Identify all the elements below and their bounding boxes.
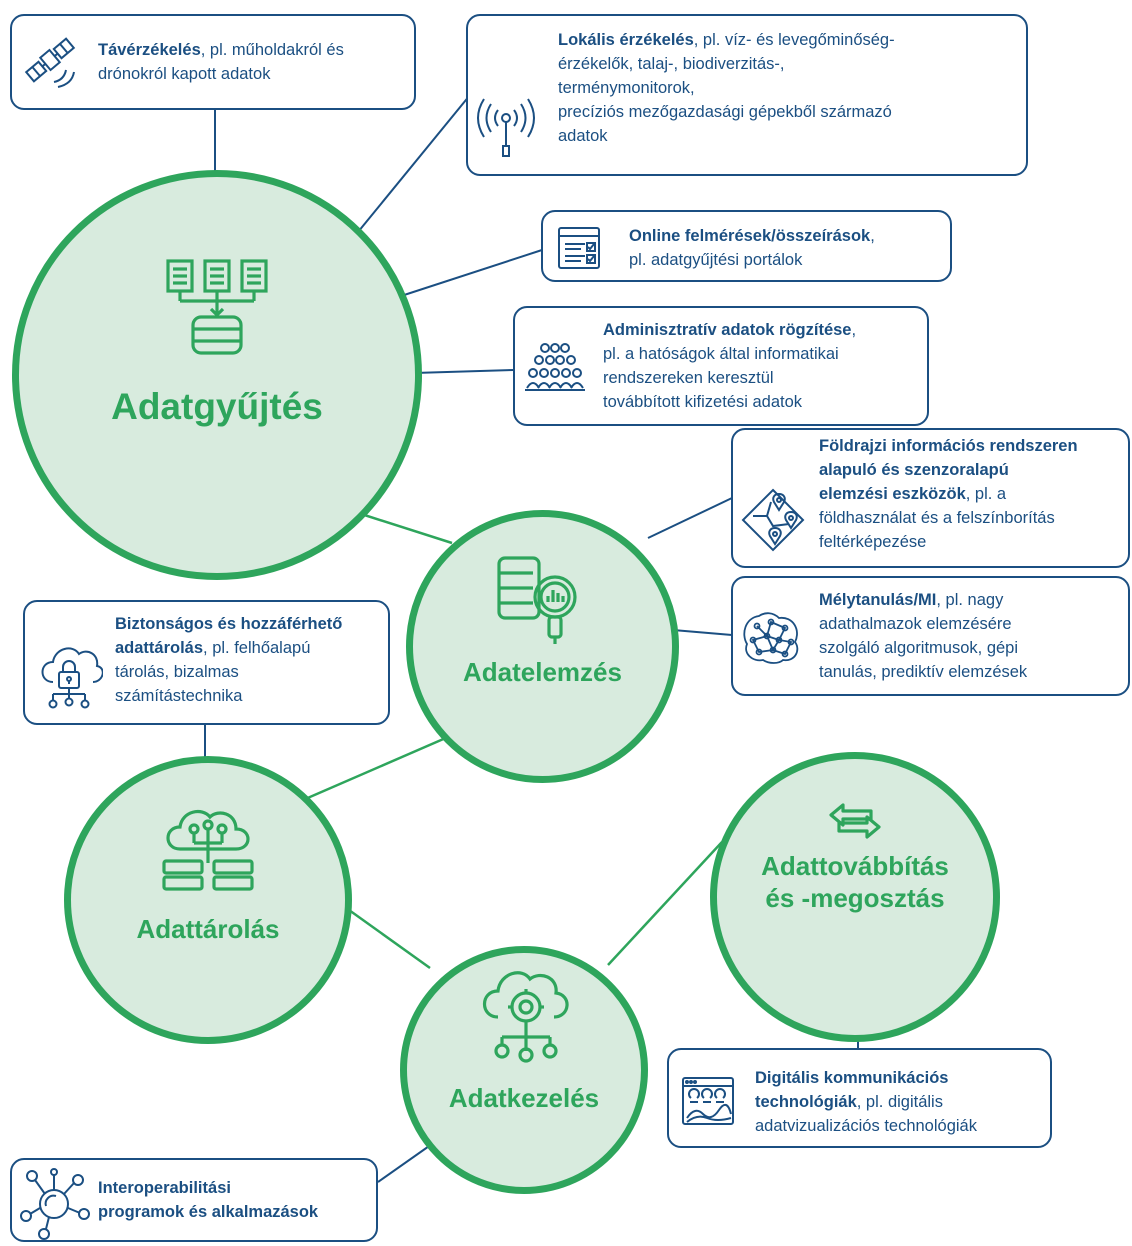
satellite-icon bbox=[20, 30, 80, 97]
circle-title: Adatkezelés bbox=[448, 1083, 600, 1113]
circle-title-line2: és -megosztás bbox=[765, 883, 945, 913]
circle-adattarolas: Adattárolás bbox=[64, 756, 352, 1044]
cloud-gear-network-icon bbox=[474, 963, 574, 1068]
molecule-network-icon bbox=[18, 1168, 90, 1246]
circle-title-line1: Adattovábbítás bbox=[761, 851, 949, 881]
circle-adattovabbitas: Adattovábbítás és -megosztás bbox=[710, 752, 1000, 1042]
circle-adatelemzes: Adatelemzés bbox=[406, 510, 679, 783]
box-biztonsagos: Biztonságos és hozzáférhető adattárolás,… bbox=[23, 600, 390, 725]
box-bold: Távérzékelés bbox=[98, 41, 201, 59]
line-gyujtes-elemzes bbox=[354, 510, 453, 545]
dashboard-screen-icon bbox=[681, 1074, 735, 1135]
circle-title: Adatelemzés bbox=[463, 657, 622, 687]
line-foldrajzi bbox=[647, 497, 733, 539]
box-lokalis: Lokális érzékelés, pl. víz- és levegőmin… bbox=[466, 14, 1028, 176]
line-lokalis bbox=[357, 94, 471, 233]
line-adminisztrativ bbox=[413, 369, 515, 374]
box-foldrajzi: Földrajzi információs rendszeren alapuló… bbox=[731, 428, 1130, 568]
database-network-icon bbox=[162, 257, 272, 362]
cloud-storage-icon bbox=[158, 805, 258, 900]
database-magnifier-chart-icon bbox=[493, 552, 593, 652]
circle-adatgyujtes: Adatgyűjtés bbox=[12, 170, 422, 580]
box-adminisztrativ: Adminisztratív adatok rögzítése, pl. a h… bbox=[513, 306, 929, 426]
box-melytanulas: Mélytanulás/MI, pl. nagy adathalmazok el… bbox=[731, 576, 1130, 696]
line-elemzes-tarolas bbox=[302, 735, 449, 802]
crowd-people-icon bbox=[523, 340, 587, 403]
line-tarolas-kezeles bbox=[341, 903, 431, 970]
box-digitalis: Digitális kommunikációs technológiák, pl… bbox=[667, 1048, 1052, 1148]
circle-title: Adattárolás bbox=[136, 914, 280, 944]
line-interoperabilitasi bbox=[377, 1143, 433, 1183]
line-online bbox=[397, 249, 543, 298]
exchange-arrows-icon bbox=[825, 799, 885, 848]
line-melytanulas bbox=[672, 629, 733, 636]
neural-network-icon bbox=[739, 610, 803, 673]
circle-adatkezeles: Adatkezelés bbox=[400, 946, 648, 1194]
cloud-lock-icon bbox=[37, 642, 104, 719]
map-pins-icon bbox=[739, 486, 807, 561]
box-online: Online felmérések/összeírások, pl. adatg… bbox=[541, 210, 952, 282]
line-kezeles-tovabbitas bbox=[607, 841, 723, 966]
box-taverzekeles: Távérzékelés, pl. műholdakról és drónokr… bbox=[10, 14, 416, 110]
circle-title: Adatgyűjtés bbox=[111, 386, 323, 427]
checklist-form-icon bbox=[555, 224, 603, 279]
antenna-signal-icon bbox=[474, 96, 538, 167]
box-interoperabilitasi: Interoperabilitási programok és alkalmaz… bbox=[10, 1158, 378, 1242]
